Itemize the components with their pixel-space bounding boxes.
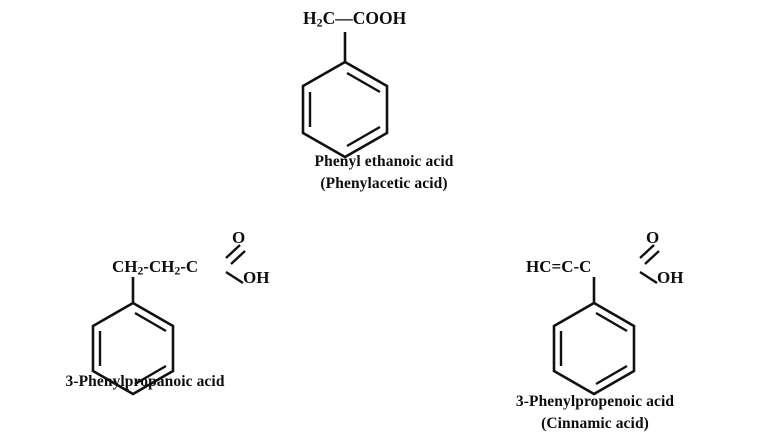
atom-hc: HC (526, 257, 552, 276)
structure-cinnamic-acid (552, 244, 660, 396)
bond-dash-1: - (143, 257, 149, 276)
carbonyl-double-bond-a-right (639, 244, 655, 259)
group-hydroxyl-right: OH (657, 268, 684, 287)
subscript-2-a: 2 (137, 264, 144, 278)
bond-dash-glyph: — (335, 8, 353, 28)
hydroxyl-bond-right (639, 270, 658, 285)
benzene-ring-bottom-left (91, 301, 175, 396)
carbonyl-double-bond-b-right (644, 250, 660, 265)
ring-double-bond-upper-right (346, 71, 381, 94)
label-primary-top: Phenyl ethanoic acid (314, 153, 454, 170)
label-primary-bottom-right: 3-Phenylpropenoic acid (515, 393, 675, 410)
bond-dash-2: - (180, 257, 186, 276)
ring-double-bond-lower-right-bl (134, 364, 167, 386)
subscript-2-b: 2 (174, 264, 181, 278)
benzene-ring-top (301, 60, 389, 159)
subscript-2: 2 (316, 15, 323, 30)
label-secondary-bottom-right: (Cinnamic acid) (541, 415, 649, 433)
double-bond-glyph: = (551, 257, 562, 276)
label-cinnamic-acid: 3-Phenylpropenoic acid (Cinnamic acid) (450, 391, 740, 436)
atom-carbonyl-oxygen-left: O (232, 228, 246, 247)
bond-dash-3: - (573, 257, 580, 276)
atom-lead-h: H (303, 8, 317, 28)
atom-ch-1: CH (112, 257, 138, 276)
ring-double-bond-upper-right-bl (134, 311, 167, 333)
atom-carbonyl-c: C (185, 257, 199, 276)
formula-cinnamic-acid: HC=C-C (526, 257, 591, 277)
label-primary-bottom-left: 3-Phenylpropanoic acid (65, 373, 225, 390)
ring-double-bond-lower-right (346, 125, 381, 148)
carbonyl-double-bond-a-left (225, 244, 241, 259)
group-hydroxyl-left: OH (243, 268, 270, 287)
atom-c-vinyl: C (561, 257, 574, 276)
structure-3-phenylpropanoic-acid (91, 244, 246, 396)
formula-phenylacetic-acid: H2C—COOH (303, 8, 406, 31)
label-phenylacetic-acid: Phenyl ethanoic acid (Phenylacetic acid) (229, 151, 539, 196)
ring-double-bond-upper-right-br (595, 311, 628, 333)
label-3-phenylpropanoic-acid: 3-Phenylpropanoic acid (0, 371, 290, 393)
benzene-ring-bottom-right (552, 301, 636, 396)
atom-carbonyl-c-right: C (579, 257, 592, 276)
formula-3-phenylpropanoic-acid: CH2-CH2-C (112, 257, 198, 278)
atom-carbonyl-oxygen-right: O (646, 228, 660, 247)
atom-c: C (322, 8, 336, 28)
carbonyl-double-bond-b-left (230, 250, 246, 265)
structure-phenylacetic-acid (301, 32, 389, 159)
hydroxyl-bond-left (225, 270, 244, 285)
ring-double-bond-lower-right-br (595, 364, 628, 386)
group-cooh: COOH (352, 8, 407, 28)
label-secondary-top: (Phenylacetic acid) (320, 175, 448, 193)
atom-ch-2: CH (148, 257, 175, 276)
